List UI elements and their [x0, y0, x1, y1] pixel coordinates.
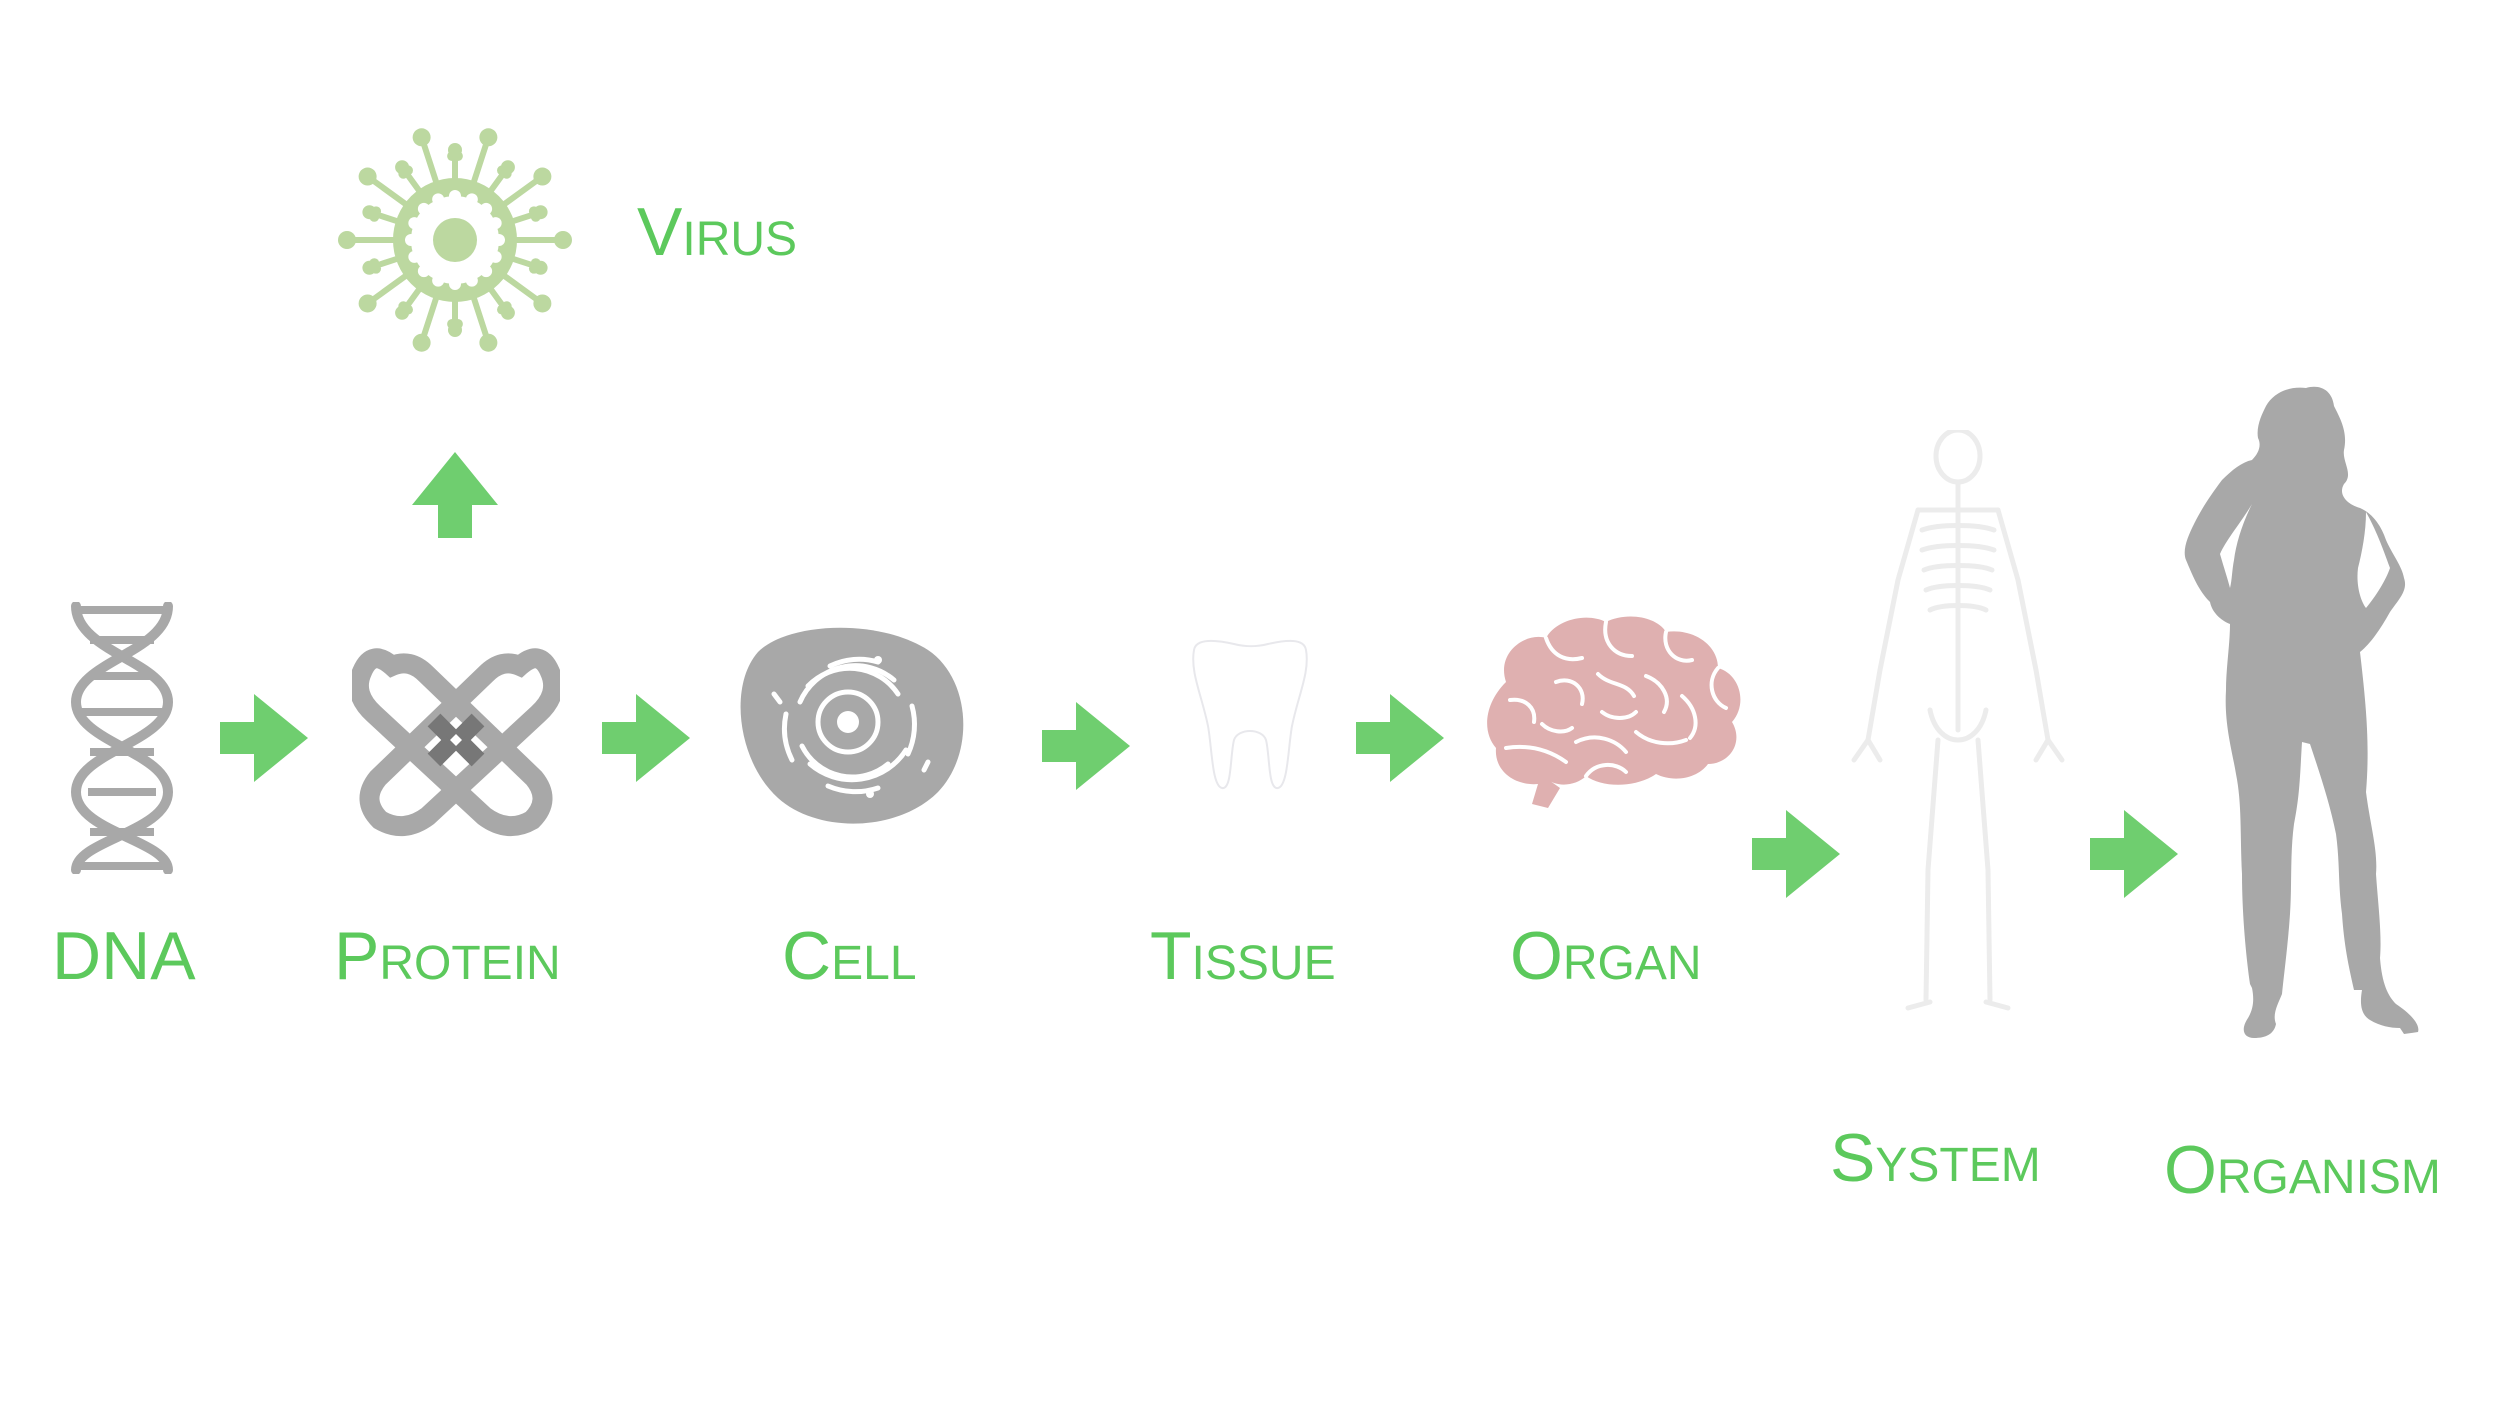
- arrow-right-tissue-to-organ: [1354, 692, 1446, 784]
- cell-icon: [738, 622, 970, 828]
- skeleton-icon: [1838, 430, 2078, 1014]
- arrow-right-protein-to-cell: [600, 692, 692, 784]
- system-label: System: [1830, 1124, 2041, 1192]
- cell-label: Cell: [782, 922, 917, 990]
- dna-label: DNA: [52, 922, 196, 990]
- arrow-right-organ-to-system: [1750, 808, 1842, 900]
- protein-label: Protein: [334, 922, 561, 990]
- tooth-icon: [1186, 636, 1314, 792]
- brain-icon: [1486, 612, 1744, 812]
- virus-label: Virus: [637, 198, 797, 266]
- organism-label: Organism: [2164, 1136, 2441, 1204]
- arrow-up-protein-to-virus: [410, 450, 500, 540]
- organ-label: Organ: [1510, 922, 1702, 990]
- tissue-label: Tissue: [1150, 922, 1336, 990]
- arrow-right-cell-to-tissue: [1040, 700, 1132, 792]
- arrow-right-system-to-organism: [2088, 808, 2180, 900]
- protein-icon: [352, 638, 560, 840]
- virus-icon: [330, 115, 580, 365]
- dna-icon: [68, 602, 176, 874]
- human-silhouette-icon: [2170, 384, 2450, 1064]
- arrow-right-dna-to-protein: [218, 692, 310, 784]
